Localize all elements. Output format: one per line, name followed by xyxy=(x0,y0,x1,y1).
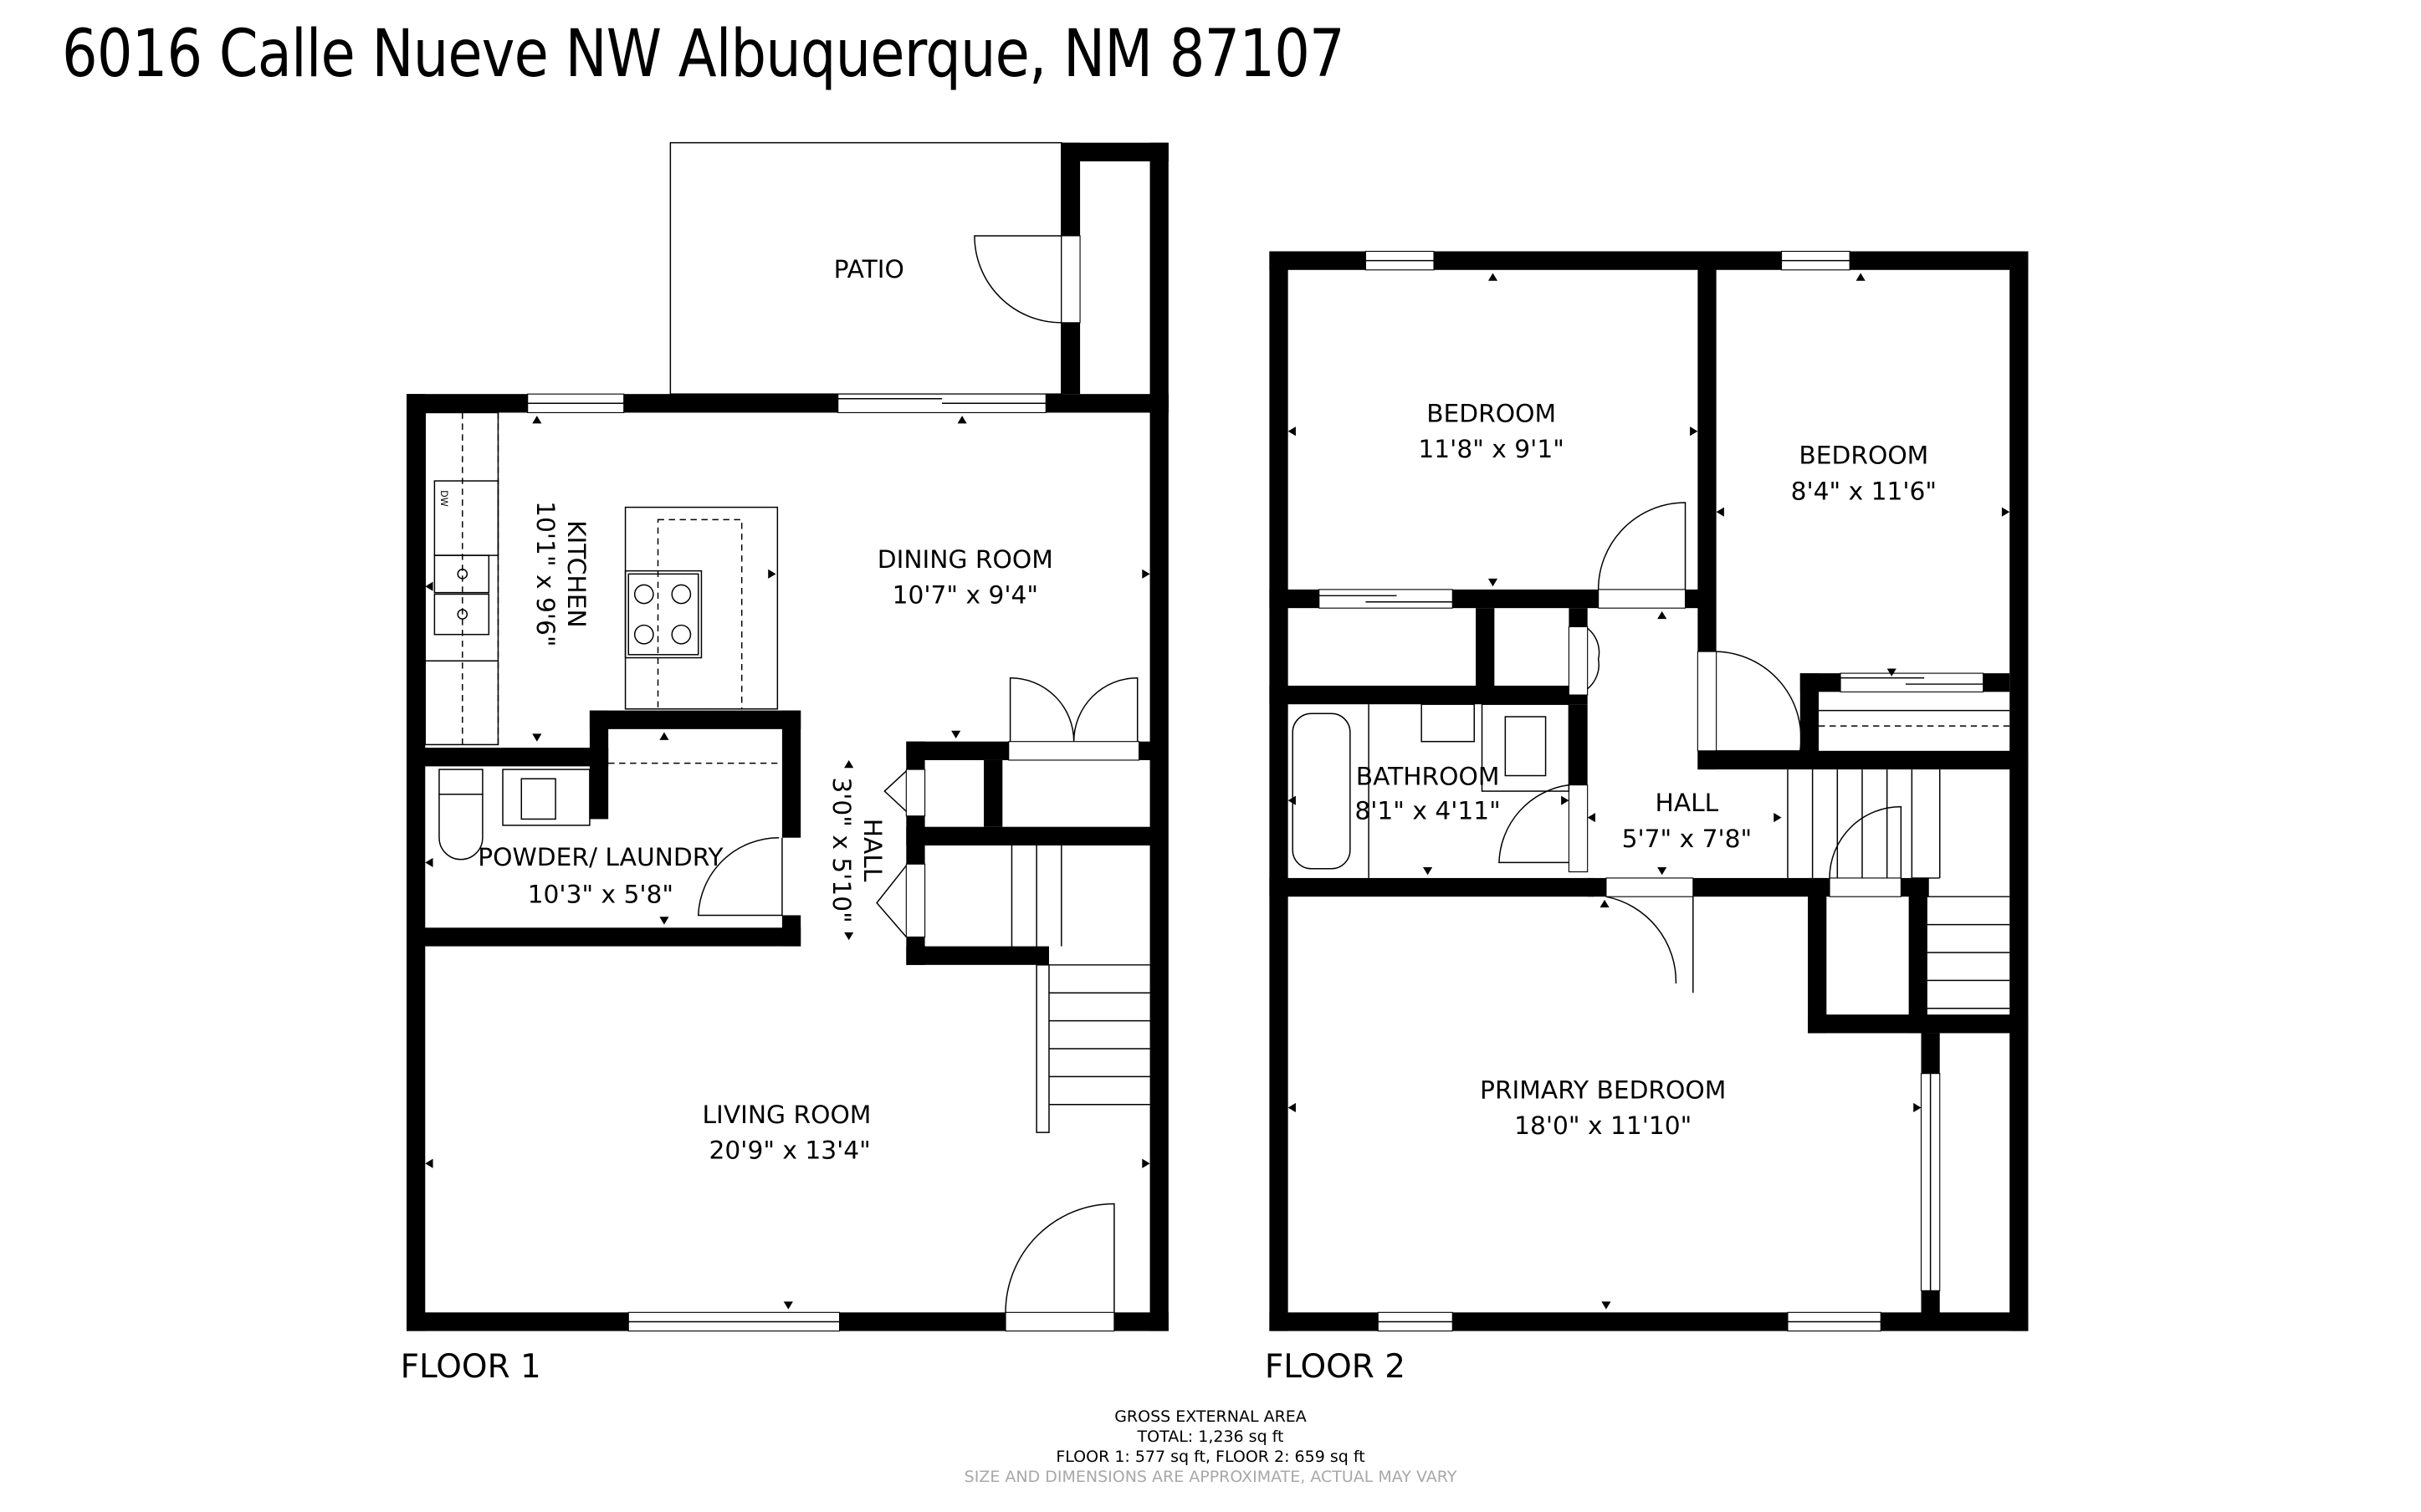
room-name-hall-1: HALL xyxy=(858,819,888,882)
room-dims-living-room: 20'9" x 13'4" xyxy=(709,1136,871,1165)
room-dims-bedroom-2: 8'4" x 11'6" xyxy=(1791,476,1937,505)
door-opening xyxy=(1061,235,1081,324)
sink xyxy=(1504,716,1547,777)
room-name-bedroom-1: BEDROOM xyxy=(1426,399,1556,428)
kitchen-sink xyxy=(433,593,490,636)
double-door-icon xyxy=(1587,627,1600,690)
door-swing-icon xyxy=(1829,805,1902,878)
wall xyxy=(1587,877,1606,897)
wall xyxy=(1269,877,1594,897)
bifold-door-icon xyxy=(876,865,907,937)
burner-icon xyxy=(671,584,692,605)
door-swing-icon xyxy=(1597,502,1687,590)
door-swing-icon xyxy=(697,836,783,917)
stair-rail xyxy=(1036,964,1050,1133)
staircase xyxy=(1048,964,1150,1106)
wall-top xyxy=(407,394,1169,413)
floor-1-label: FLOOR 1 xyxy=(401,1348,541,1386)
wall-left xyxy=(1269,251,1288,1331)
dimension-markers xyxy=(425,416,1150,1310)
door-swing-icon xyxy=(974,235,1062,324)
wall xyxy=(589,710,801,729)
wall xyxy=(1269,685,1588,705)
room-dims-bedroom-1: 11'8" x 9'1" xyxy=(1418,434,1564,463)
door-swing-icon xyxy=(1716,651,1802,752)
wall xyxy=(1149,142,1169,413)
area-per-floor: FLOOR 1: 577 sq ft, FLOOR 2: 659 sq ft xyxy=(1056,1448,1365,1466)
room-name-kitchen: KITCHEN xyxy=(562,520,591,628)
toilet xyxy=(438,769,484,795)
wall xyxy=(1808,1014,2029,1034)
wall xyxy=(1476,608,1495,689)
wall-right xyxy=(1149,394,1169,1331)
vanity xyxy=(1481,703,1570,792)
door-swing-icon xyxy=(1005,1203,1115,1313)
area-summary: GROSS EXTERNAL AREA TOTAL: 1,236 sq ft F… xyxy=(0,1407,2421,1487)
double-door-icon xyxy=(1009,677,1139,742)
burner-icon xyxy=(633,584,654,605)
wall xyxy=(1692,877,1830,897)
bifold-door-icon xyxy=(883,770,907,812)
floor-1-plan: DW xyxy=(401,141,1169,1386)
burner-icon xyxy=(633,624,654,645)
wall xyxy=(1061,142,1169,161)
room-dims-bathroom: 8'1" x 4'11" xyxy=(1354,795,1500,825)
wall xyxy=(1921,1033,1940,1074)
door-swing-icon xyxy=(1605,896,1677,984)
staircase xyxy=(1787,769,2010,1009)
room-name-dining-room: DINING ROOM xyxy=(878,544,1053,574)
room-name-bathroom: BATHROOM xyxy=(1356,762,1500,791)
bathtub xyxy=(1292,713,1351,870)
door-swing-icon xyxy=(1498,784,1569,864)
wall xyxy=(1921,1290,1940,1322)
wall xyxy=(1697,251,1717,770)
room-name-living-room: LIVING ROOM xyxy=(703,1100,872,1129)
wall xyxy=(589,710,609,820)
closet-sliding-door xyxy=(1840,672,1984,692)
wall xyxy=(407,748,609,767)
wall xyxy=(1697,750,2029,770)
room-dims-dining-room: 10'7" x 9'4" xyxy=(893,580,1038,610)
room-name-hall-2: HALL xyxy=(1656,788,1719,817)
vanity xyxy=(502,769,591,826)
wall xyxy=(1569,608,1588,627)
entry-door-opening xyxy=(1005,1311,1115,1332)
kitchen-sink xyxy=(433,554,490,594)
area-disclaimer: SIZE AND DIMENSIONS ARE APPROXIMATE, ACT… xyxy=(964,1468,1457,1486)
room-dims-powder-laundry: 10'3" x 5'8" xyxy=(528,880,673,909)
room-dims-hall-1: 3'0" x 5'10" xyxy=(827,777,857,922)
room-dims-hall-2: 5'7" x 7'8" xyxy=(1622,824,1753,853)
wall xyxy=(1908,877,1927,1034)
room-dims-primary-bedroom: 18'0" x 11'10" xyxy=(1514,1111,1692,1140)
wall xyxy=(1808,877,1827,1034)
room-name-bedroom-2: BEDROOM xyxy=(1799,441,1928,470)
sink xyxy=(520,778,556,820)
wall xyxy=(1799,673,1820,754)
wall-right xyxy=(2009,251,2029,1331)
cooktop xyxy=(624,570,703,659)
wall xyxy=(984,759,1003,827)
room-dims-kitchen: 10'1" x 9'6" xyxy=(531,501,560,646)
room-name-powder-laundry: POWDER/ LAUNDRY xyxy=(478,842,724,871)
wall xyxy=(1569,704,1588,785)
wall-left xyxy=(407,394,426,1331)
area-total: TOTAL: 1,236 sq ft xyxy=(1137,1428,1284,1446)
wall xyxy=(906,826,1155,845)
property-address-title: 6016 Calle Nueve NW Albuquerque, NM 8710… xyxy=(62,17,1345,92)
burner-icon xyxy=(671,624,692,645)
room-name-patio: PATIO xyxy=(834,254,904,284)
wall xyxy=(407,927,801,947)
area-heading: GROSS EXTERNAL AREA xyxy=(1114,1407,1307,1426)
wall xyxy=(906,946,1049,965)
dishwasher-label: DW xyxy=(438,490,449,507)
floor-2-plan: BEDROOM 11'8" x 9'1" BEDROOM 8'4" x 11'6… xyxy=(1265,250,2029,1386)
closet-sliding-door xyxy=(1318,589,1453,609)
room-name-primary-bedroom: PRIMARY BEDROOM xyxy=(1480,1075,1726,1104)
toilet xyxy=(1420,703,1475,743)
wall xyxy=(781,710,801,838)
dimension-markers xyxy=(1287,273,2010,1310)
floor-2-label: FLOOR 2 xyxy=(1265,1348,1405,1386)
